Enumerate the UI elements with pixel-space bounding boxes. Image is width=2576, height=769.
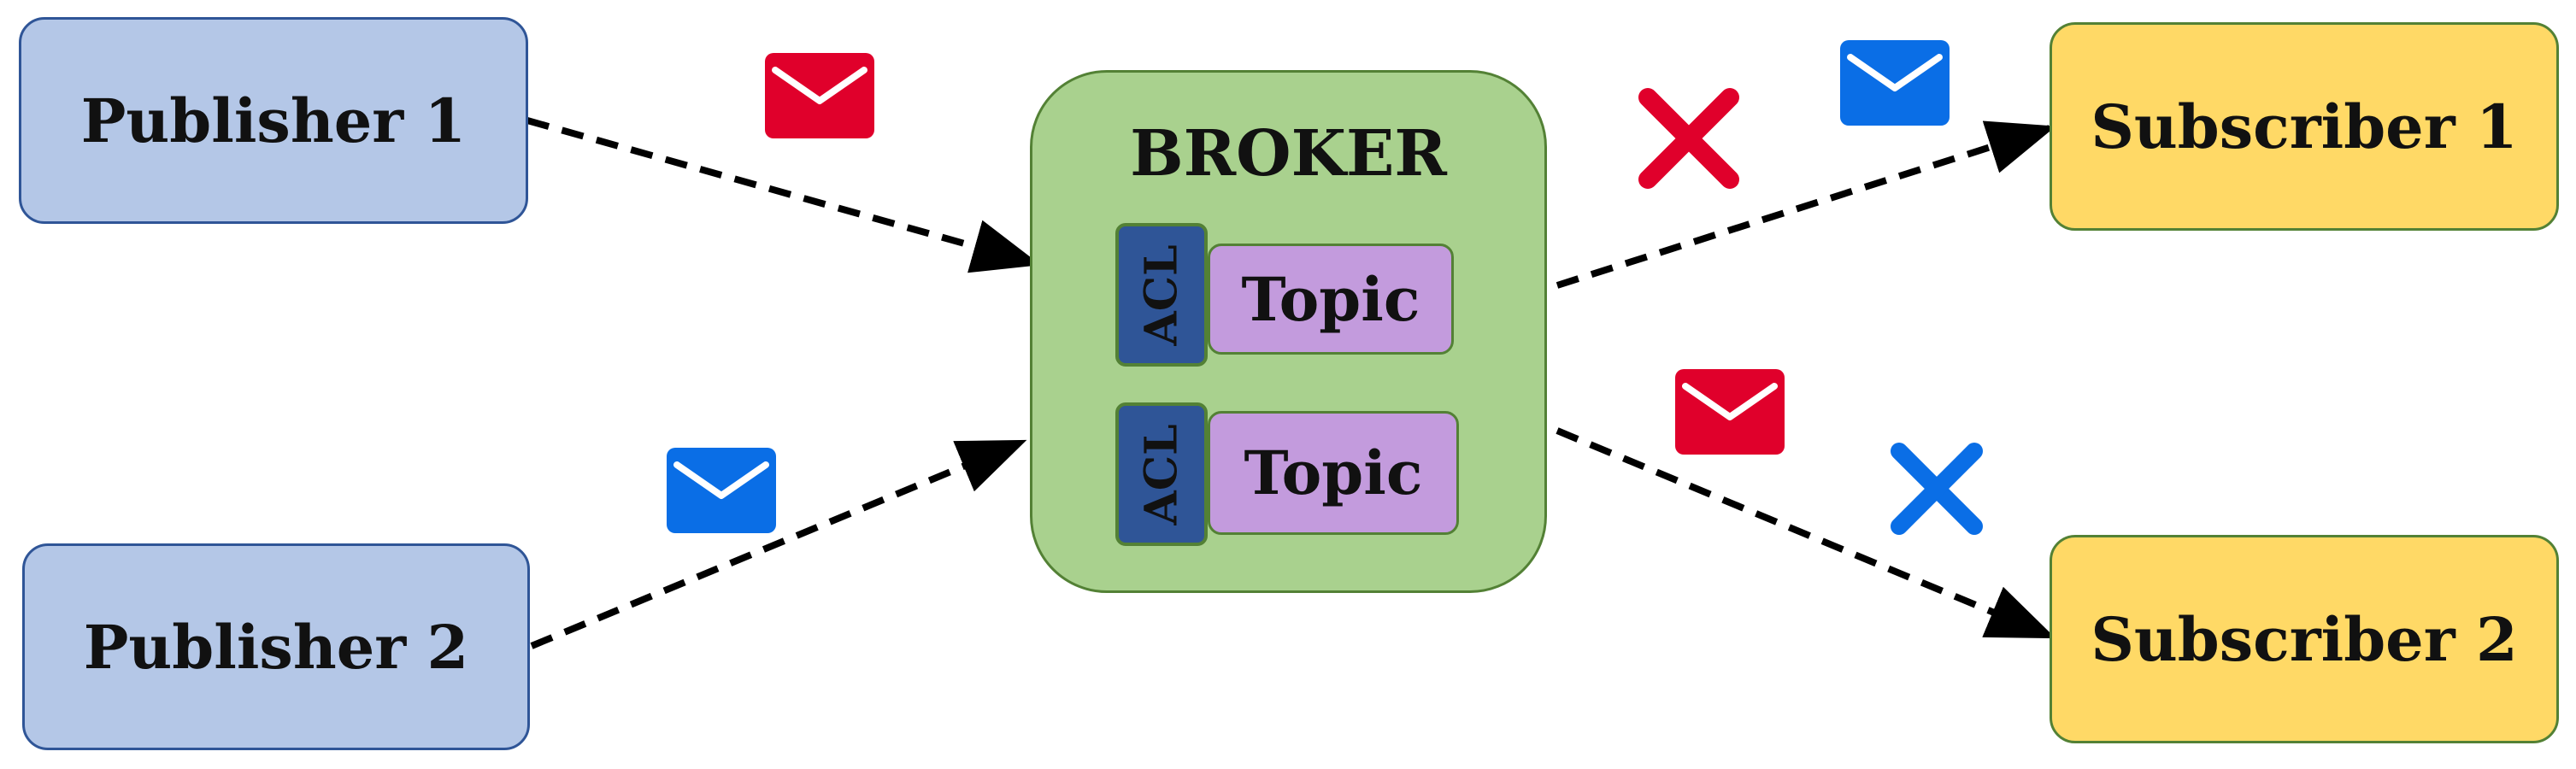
arrow-broker-to-subscriber2 <box>1556 427 2056 639</box>
acl-badge-2: ACL <box>1115 402 1208 546</box>
broker-box: BROKER ACL Topic ACL Topic <box>1030 70 1547 593</box>
red-envelope-icon <box>1675 369 1785 455</box>
acl-2-label: ACL <box>1135 423 1188 525</box>
subscriber-1-label: Subscriber 1 <box>2091 91 2518 162</box>
subscriber-1-box: Subscriber 1 <box>2050 22 2559 231</box>
arrow-publisher2-to-broker <box>530 439 1027 649</box>
topic-1-box: Topic <box>1208 244 1454 355</box>
topic-2-box: Topic <box>1208 411 1459 535</box>
publisher-2-label: Publisher 2 <box>83 611 469 683</box>
publisher-2-box: Publisher 2 <box>22 543 530 750</box>
topic-1-label: Topic <box>1241 263 1420 335</box>
subscriber-2-box: Subscriber 2 <box>2050 535 2559 743</box>
blue-cross-icon <box>1891 443 1983 535</box>
topic-2-label: Topic <box>1244 437 1423 508</box>
subscriber-2-label: Subscriber 2 <box>2091 603 2518 675</box>
red-cross-icon <box>1638 88 1739 189</box>
blue-envelope-icon <box>1840 40 1950 126</box>
publisher-1-box: Publisher 1 <box>19 17 528 224</box>
publisher-1-label: Publisher 1 <box>80 85 467 156</box>
broker-title: BROKER <box>1130 117 1447 191</box>
red-envelope-icon <box>765 53 874 138</box>
arrow-publisher1-to-broker <box>526 117 1041 273</box>
blue-envelope-icon <box>667 448 776 533</box>
acl-badge-1: ACL <box>1115 223 1208 367</box>
arrow-broker-to-subscriber1 <box>1556 120 2056 289</box>
acl-1-label: ACL <box>1135 244 1188 346</box>
